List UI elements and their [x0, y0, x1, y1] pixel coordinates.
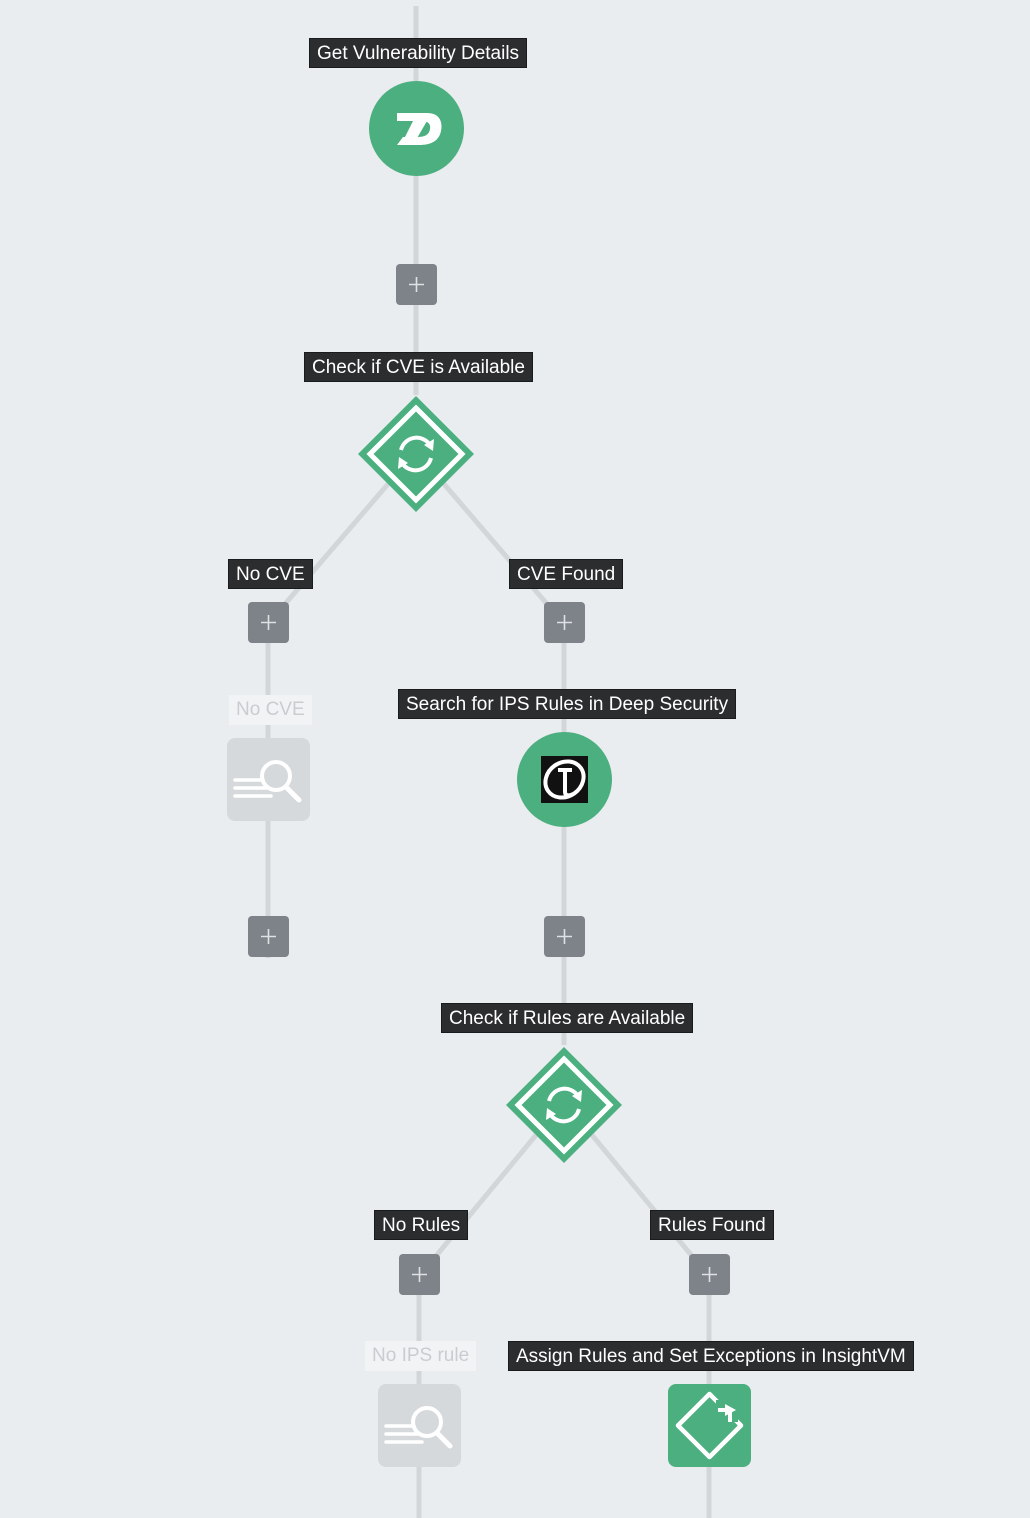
- trend-micro-logo-icon: [541, 756, 588, 803]
- step-node-assign-rules[interactable]: [668, 1384, 751, 1467]
- step-node-no-ips-rule-action[interactable]: [378, 1384, 461, 1467]
- decision-loop-icon: [358, 396, 474, 512]
- plus-icon: [261, 615, 276, 630]
- add-step-button[interactable]: [248, 916, 289, 957]
- branch-label-no-cve: No CVE: [228, 559, 313, 589]
- step-label-no-cve-action: No CVE: [229, 695, 312, 725]
- step-label-search-ips-rules: Search for IPS Rules in Deep Security: [398, 689, 737, 719]
- step-node-get-vulnerability-details[interactable]: [369, 81, 464, 176]
- branch-label-cve-found: CVE Found: [509, 559, 624, 589]
- step-node-search-ips-rules[interactable]: [517, 732, 612, 827]
- step-label-check-cve: Check if CVE is Available: [304, 352, 533, 382]
- branch-label-rules-found: Rules Found: [650, 1210, 774, 1240]
- decision-loop-icon: [506, 1047, 622, 1163]
- plus-icon: [557, 615, 572, 630]
- plus-icon: [261, 929, 276, 944]
- search-filter-icon: [233, 760, 302, 803]
- plus-icon: [702, 1267, 717, 1282]
- step-label-get-vulnerability-details: Get Vulnerability Details: [309, 38, 528, 68]
- step-node-no-cve-action[interactable]: [227, 738, 310, 821]
- rotate-diamond-icon: [675, 1391, 744, 1460]
- rapid7-logo-icon: [397, 113, 442, 145]
- add-step-button[interactable]: [544, 916, 585, 957]
- add-step-button[interactable]: [248, 602, 289, 643]
- add-step-button[interactable]: [396, 264, 437, 305]
- add-step-button[interactable]: [544, 602, 585, 643]
- step-label-check-rules: Check if Rules are Available: [441, 1003, 694, 1033]
- add-step-button[interactable]: [689, 1254, 730, 1295]
- plus-icon: [557, 929, 572, 944]
- decision-node-check-rules[interactable]: [504, 1046, 624, 1164]
- plus-icon: [412, 1267, 427, 1282]
- decision-node-check-cve[interactable]: [356, 395, 476, 513]
- step-label-assign-rules: Assign Rules and Set Exceptions in Insig…: [508, 1341, 914, 1371]
- plus-icon: [409, 277, 424, 292]
- search-filter-icon: [384, 1406, 453, 1449]
- step-label-no-ips-rule-action: No IPS rule: [365, 1341, 477, 1371]
- add-step-button[interactable]: [399, 1254, 440, 1295]
- branch-label-no-rules: No Rules: [374, 1210, 469, 1240]
